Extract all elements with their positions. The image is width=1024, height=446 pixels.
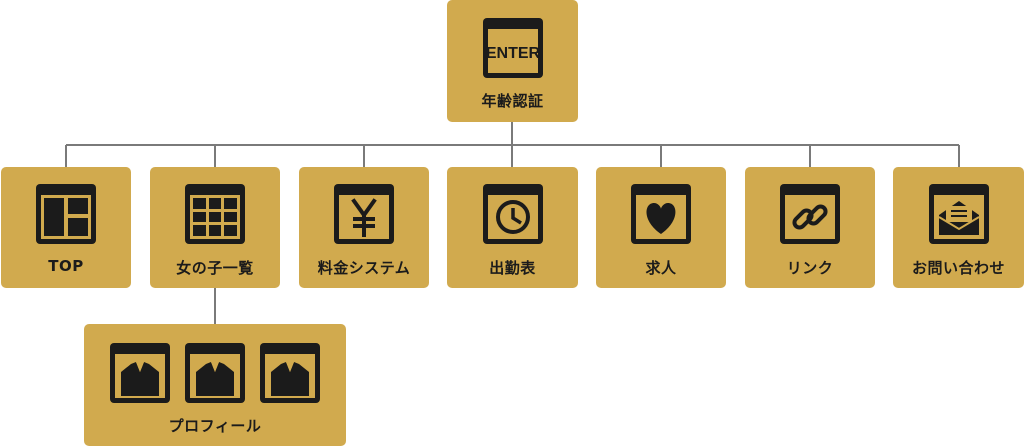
layout-icon [36,184,96,244]
suit-icon [185,343,245,403]
node-label-recruit: 求人 [645,259,677,277]
node-pricing[interactable]: 料金システム [299,167,429,288]
node-top[interactable]: TOP [1,167,131,288]
node-label-links: リンク [786,259,834,277]
node-girls-list[interactable]: 女の子一覧 [150,167,280,288]
node-schedule[interactable]: 出勤表 [447,167,578,288]
node-recruit[interactable]: 求人 [596,167,726,288]
node-label-girls-list: 女の子一覧 [176,259,254,277]
node-label-top: TOP [48,257,84,275]
node-label-age-verification: 年齢認証 [481,92,544,110]
yen-icon [334,184,394,244]
suit-icon [260,343,320,403]
heart-icon [631,184,691,244]
node-contact[interactable]: お問い合わせ [893,167,1024,288]
mail-icon [929,184,989,244]
node-age-verification[interactable]: ENTER 年齢認証 [447,0,578,122]
node-label-pricing: 料金システム [317,259,411,277]
enter-icon-text: ENTER [486,45,541,62]
enter-icon: ENTER [483,18,543,78]
clock-icon [483,184,543,244]
node-label-profile: プロフィール [168,417,262,435]
grid-icon [185,184,245,244]
node-profile[interactable]: プロフィール [84,324,346,446]
node-label-contact: お問い合わせ [911,259,1005,277]
node-label-schedule: 出勤表 [489,259,536,277]
link-icon [780,184,840,244]
node-links[interactable]: リンク [745,167,875,288]
suit-icon [110,343,170,403]
